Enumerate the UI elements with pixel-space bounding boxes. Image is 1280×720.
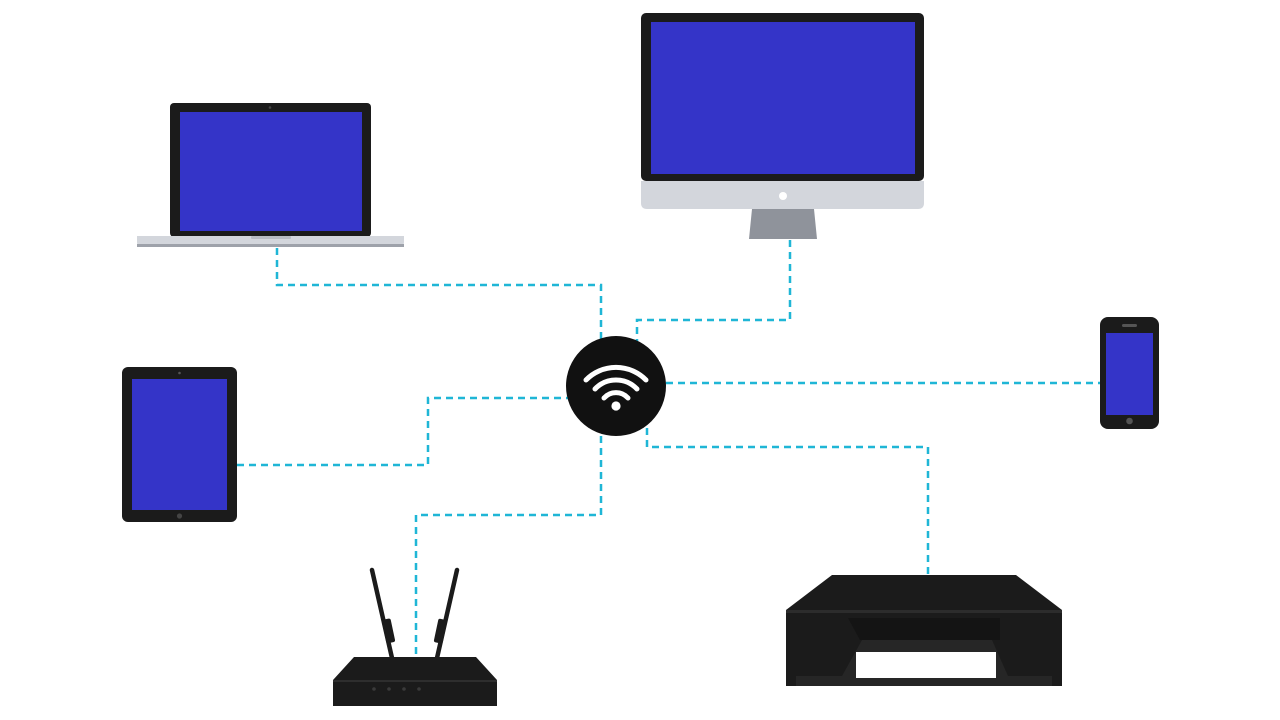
tablet-icon	[122, 367, 237, 522]
router-icon	[333, 567, 497, 706]
link-tablet	[237, 396, 568, 467]
laptop-icon	[137, 103, 404, 247]
desktop-monitor-icon	[641, 13, 924, 239]
link-router	[414, 436, 603, 658]
printer-icon	[786, 575, 1062, 686]
wifi-icon	[566, 336, 666, 436]
link-laptop	[275, 248, 603, 340]
link-desktop	[635, 240, 792, 344]
link-printer	[645, 428, 930, 576]
smartphone-icon	[1100, 317, 1159, 429]
connection-links	[237, 240, 1101, 658]
